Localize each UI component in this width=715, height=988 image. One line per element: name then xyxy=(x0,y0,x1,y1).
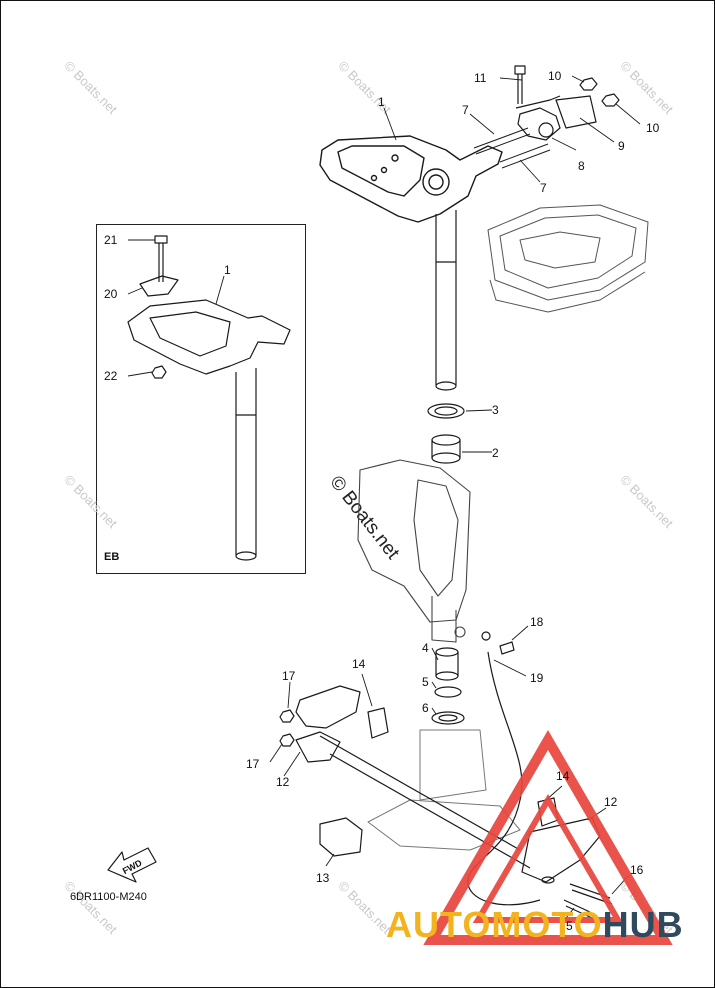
damper-bracket xyxy=(515,95,597,141)
logo-text-part-b: HUB xyxy=(602,904,684,945)
callout-label: 19 xyxy=(530,671,544,685)
callout-label: 7 xyxy=(462,103,469,117)
inset-steering-bracket xyxy=(127,299,291,561)
callout-label: 2 xyxy=(492,446,499,460)
callout-label: 5 xyxy=(422,675,429,689)
stud-bolts xyxy=(473,127,551,169)
callout-label: 1 xyxy=(378,95,385,109)
leader-lines xyxy=(127,75,641,919)
callout-label: 9 xyxy=(618,139,625,153)
callout-label: 12 xyxy=(276,775,290,789)
swivel-bracket xyxy=(357,459,471,643)
logo-text-part-a: AUTOMOTO xyxy=(386,904,603,945)
upper-mount-bracket xyxy=(487,204,649,313)
damper-13 xyxy=(319,817,363,857)
callout-label: 22 xyxy=(104,369,118,383)
callout-label: 1 xyxy=(224,263,231,277)
callout-label: 11 xyxy=(474,71,487,85)
callout-label: 3 xyxy=(492,403,499,417)
bushings xyxy=(427,403,465,464)
callout-label: 14 xyxy=(352,657,366,671)
callout-label: 21 xyxy=(104,233,118,247)
callout-label: 13 xyxy=(316,871,330,885)
logo-triangle-icon xyxy=(423,730,673,945)
callout-label: 20 xyxy=(104,287,118,301)
fwd-arrow-icon xyxy=(107,847,157,883)
callout-label: 12 xyxy=(604,795,618,809)
steering-bracket xyxy=(319,135,503,223)
steering-shaft xyxy=(435,210,457,391)
brand-logo: AUTOMOTOHUB xyxy=(386,904,684,946)
callout-label: 17 xyxy=(246,757,260,771)
nut-17a xyxy=(279,709,295,723)
callout-label: 10 xyxy=(548,69,562,83)
callout-label: 7 xyxy=(540,181,547,195)
callout-label: 4 xyxy=(422,641,429,655)
lower-bushings xyxy=(431,647,465,725)
callout-label: 6 xyxy=(422,701,429,715)
callout-label: 16 xyxy=(630,863,644,877)
callout-label: 17 xyxy=(282,669,296,683)
callout-label: 5 xyxy=(566,919,573,933)
inset-fasteners xyxy=(139,235,179,379)
nuts-10 xyxy=(579,77,620,107)
callout-label: 10 xyxy=(646,121,660,135)
callout-label: 14 xyxy=(556,769,570,783)
lower-mount-left xyxy=(295,685,531,869)
inset-tag: EB xyxy=(104,551,120,563)
damper-14 xyxy=(367,707,389,739)
nut-17b xyxy=(279,733,295,747)
drawing-code: 6DR1100-M240 xyxy=(70,891,147,903)
eb-variant-inset xyxy=(96,224,306,574)
ground-lead xyxy=(467,631,541,906)
bolt-11 xyxy=(514,65,526,104)
callout-label: 18 xyxy=(530,615,544,629)
callout-label: 8 xyxy=(578,159,585,173)
bolt-5b xyxy=(563,899,593,919)
